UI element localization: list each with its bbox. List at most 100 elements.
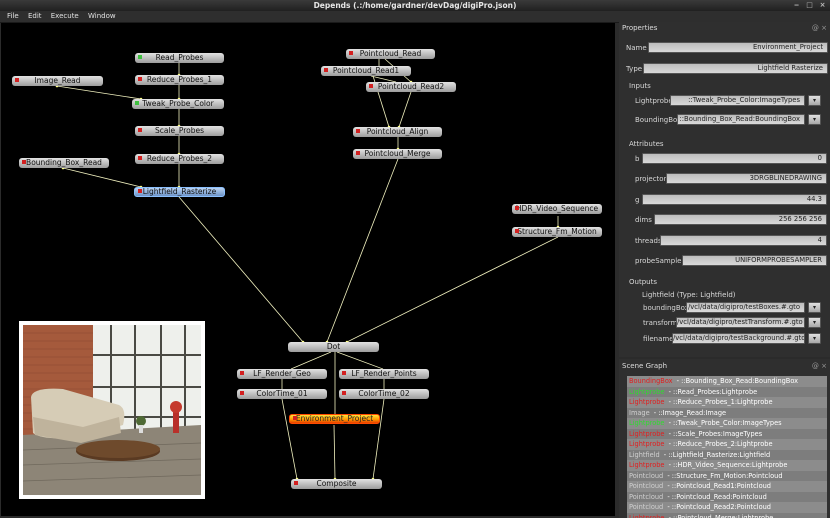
input-field-lightprobe[interactable]: ::Tweak_Probe_Color:ImageTypes	[670, 95, 805, 106]
scene-graph-row[interactable]: Pointcloud - ::Pointcloud_Read:Pointclou…	[627, 491, 827, 502]
close-icon[interactable]: ×	[819, 1, 826, 9]
scene-graph-row[interactable]: Lightprobe - ::Read_Probes:Lightprobe	[627, 386, 827, 397]
scene-graph-row[interactable]: Lightprobe - ::HDR_Video_Sequence:Lightp…	[627, 460, 827, 471]
attr-field-projector[interactable]: 3DRGBLINEDRAWING	[666, 173, 827, 184]
panel-float-close-icon[interactable]: @ ×	[811, 24, 827, 32]
status-dot-icon	[369, 84, 373, 88]
scene-graph-row-type: Lightprobe	[629, 513, 665, 518]
status-dot-icon	[324, 68, 328, 72]
attr-field-b[interactable]: 0	[642, 153, 827, 164]
node-environment-project[interactable]: Environment_Project	[289, 414, 380, 424]
node-label: Image_Read	[34, 76, 81, 85]
node-label: ColorTime_02	[358, 389, 410, 398]
status-dot-icon	[240, 391, 244, 395]
output-label-filename: filename	[643, 335, 674, 343]
attr-field-dims[interactable]: 256 256 256	[654, 214, 827, 225]
status-dot-icon	[15, 78, 19, 82]
node-read-probes[interactable]: Read_Probes	[135, 53, 224, 63]
node-tweak-probe-color[interactable]: Tweak_Probe_Color	[132, 99, 224, 109]
output-type-label: Lightfield (Type: Lightfield)	[642, 291, 736, 299]
node-label: Pointcloud_Read	[359, 49, 422, 58]
minimize-icon[interactable]: ‒	[794, 1, 799, 9]
scene-graph-row-type: Pointcloud	[629, 482, 664, 490]
scene-graph-row-type: Lightprobe	[629, 419, 665, 427]
node-pointcloud-read2[interactable]: Pointcloud_Read2	[366, 82, 456, 92]
node-reduce-probes-1[interactable]: Reduce_Probes_1	[135, 75, 224, 85]
scene-graph-row[interactable]: Lightprobe - ::Pointcloud_Merge:Lightpro…	[627, 512, 827, 518]
attr-label-b: b	[635, 155, 640, 163]
attr-field-threads[interactable]: 4	[660, 235, 827, 246]
panel-float-close-icon[interactable]: @ ×	[811, 362, 827, 370]
name-field[interactable]: Environment_Project	[648, 42, 828, 53]
status-dot-icon	[138, 77, 142, 81]
node-label: Read_Probes	[155, 53, 204, 62]
node-pointcloud-align[interactable]: Pointcloud_Align	[353, 127, 442, 137]
status-dot-icon	[138, 189, 142, 193]
node-bounding-box-read[interactable]: Bounding_Box_Read	[19, 158, 109, 168]
output-dropdown-transform[interactable]: ▾	[808, 317, 821, 328]
node-lf-render-geo[interactable]: LF_Render_Geo	[237, 369, 327, 379]
attr-field-probesampler[interactable]: UNIFORMPROBESAMPLER	[682, 255, 827, 266]
output-dropdown-boundingbox[interactable]: ▾	[808, 302, 821, 313]
scene-graph-row-text: - ::Pointcloud_Read:Pointcloud	[665, 492, 767, 501]
input-dropdown-lightprobe[interactable]: ▾	[808, 95, 821, 106]
status-dot-icon	[138, 128, 142, 132]
scene-graph-row-type: Lightprobe	[629, 461, 665, 469]
input-field-boundingbox[interactable]: ::Bounding_Box_Read:BoundingBox	[677, 114, 805, 125]
output-field-filename[interactable]: /vcl/data/digipro/testBackground.#.gto	[672, 333, 805, 344]
scene-graph-row[interactable]: Lightprobe - ::Reduce_Probes_1:Lightprob…	[627, 397, 827, 408]
scene-graph-row[interactable]: Image - ::Image_Read:Image	[627, 407, 827, 418]
node-lightfield-rasterize[interactable]: Lightfield_Rasterize	[134, 187, 225, 197]
node-label: Reduce_Probes_2	[146, 154, 213, 163]
scene-graph-row[interactable]: Lightprobe - ::Tweak_Probe_Color:ImageTy…	[627, 418, 827, 429]
type-field[interactable]: Lightfield Rasterize	[643, 63, 828, 74]
scene-graph-row[interactable]: Lightprobe - ::Scale_Probes:ImageTypes	[627, 428, 827, 439]
status-dot-icon	[135, 101, 139, 105]
scene-graph-row[interactable]: Lightfield - ::Lightfield_Rasterize:Ligh…	[627, 449, 827, 460]
node-colortime-02[interactable]: ColorTime_02	[339, 389, 429, 399]
scene-graph-row[interactable]: Lightprobe - ::Reduce_Probes_2:Lightprob…	[627, 439, 827, 450]
attr-label-probesampler: probeSampler	[635, 257, 685, 265]
scene-graph-row-text: - ::Tweak_Probe_Color:ImageTypes	[666, 419, 782, 427]
type-label: Type	[626, 65, 643, 73]
window-title: Depends (.:/home/gardner/devDag/digiPro.…	[313, 1, 517, 10]
scene-graph-row[interactable]: Pointcloud - ::Pointcloud_Read2:Pointclo…	[627, 502, 827, 513]
menu-execute[interactable]: Execute	[50, 12, 79, 20]
node-label: Environment_Project	[295, 414, 374, 423]
panel-title: Properties	[622, 24, 658, 32]
node-composite[interactable]: Composite	[291, 479, 382, 489]
scene-graph-row-text: - ::Pointcloud_Read1:Pointcloud	[665, 482, 771, 490]
scene-graph-row[interactable]: Pointcloud - ::Pointcloud_Read1:Pointclo…	[627, 481, 827, 492]
scene-graph-row-type: Lightfield	[629, 450, 660, 459]
output-field-boundingbox[interactable]: /vcl/data/digipro/testBoxes.#.gto	[686, 302, 805, 313]
menu-window[interactable]: Window	[87, 12, 116, 20]
scene-graph-row[interactable]: Pointcloud - ::Structure_Fm_Motion:Point…	[627, 470, 827, 481]
node-pointcloud-merge[interactable]: Pointcloud_Merge	[353, 149, 442, 159]
node-label: Reduce_Probes_1	[146, 75, 213, 84]
node-colortime-01[interactable]: ColorTime_01	[237, 389, 327, 399]
node-reduce-probes-2[interactable]: Reduce_Probes_2	[135, 154, 224, 164]
node-hdr-video-sequence[interactable]: HDR_Video_Sequence	[512, 204, 602, 214]
node-graph-canvas[interactable]: Read_Probes Reduce_Probes_1 Image_Read T…	[1, 23, 615, 516]
graph-edges	[55, 58, 560, 481]
node-image-read[interactable]: Image_Read	[12, 76, 103, 86]
input-label-lightprobe: Lightprobe	[635, 97, 673, 105]
node-dot[interactable]: Dot	[288, 342, 379, 352]
menu-bar: File Edit Execute Window	[0, 11, 830, 23]
scene-graph-list[interactable]: BoundingBox - ::Bounding_Box_Read:Boundi…	[627, 376, 827, 518]
output-field-transform[interactable]: /vcl/data/digipro/testTransform.#.gto	[676, 317, 805, 328]
node-pointcloud-read[interactable]: Pointcloud_Read	[346, 49, 435, 59]
menu-edit[interactable]: Edit	[27, 12, 42, 20]
input-dropdown-boundingbox[interactable]: ▾	[808, 114, 821, 125]
attr-field-g[interactable]: 44.3	[642, 194, 827, 205]
node-scale-probes[interactable]: Scale_Probes	[135, 126, 224, 136]
output-dropdown-filename[interactable]: ▾	[808, 333, 821, 344]
maximize-icon[interactable]: □	[806, 1, 813, 9]
menu-file[interactable]: File	[7, 12, 19, 20]
scene-graph-row[interactable]: BoundingBox - ::Bounding_Box_Read:Boundi…	[627, 376, 827, 387]
node-structure-fm-motion[interactable]: Structure_Fm_Motion	[512, 227, 602, 237]
node-pointcloud-read1[interactable]: Pointcloud_Read1	[321, 66, 411, 76]
node-lf-render-points[interactable]: LF_Render_Points	[339, 369, 429, 379]
node-label: Pointcloud_Read2	[377, 82, 445, 91]
status-dot-icon	[240, 371, 244, 375]
